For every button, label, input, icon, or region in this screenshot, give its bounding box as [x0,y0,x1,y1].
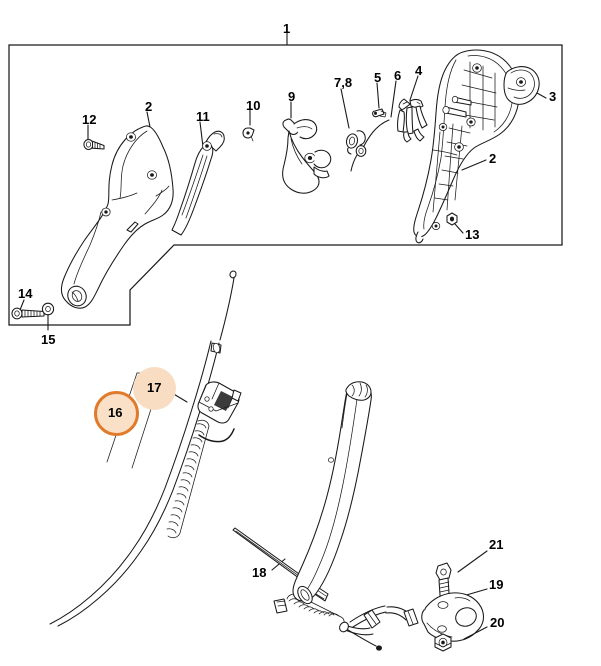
part-2-handle-housing-right [413,49,520,244]
callout-19[interactable]: 19 [489,577,504,592]
callout-9[interactable]: 9 [288,89,296,104]
callout-12[interactable]: 12 [82,112,97,127]
part-20-hex-nut [434,626,488,652]
highlight-ring-16 [94,391,139,436]
part-10-clip [242,109,255,142]
part-9-throttle-trigger [282,101,332,194]
part-4-contact-bracket [397,75,428,143]
callout-3[interactable]: 3 [549,89,557,104]
part-15-washer [41,302,55,331]
part-17-stop-switch [171,381,242,424]
callout-18[interactable]: 18 [252,565,267,580]
callout-17[interactable]: 17 [147,380,162,395]
part-16-throttle-cable [49,270,419,651]
callout-13[interactable]: 13 [465,227,480,242]
part-12-screw [83,124,105,151]
callout-1[interactable]: 1 [283,21,291,36]
callout-7-8[interactable]: 7,8 [334,75,353,90]
group-enclosure-1 [8,32,563,326]
callout-6[interactable]: 6 [394,68,402,83]
highlight-ring-17 [133,367,176,410]
callout-20[interactable]: 20 [490,615,505,630]
callout-15[interactable]: 15 [41,332,56,347]
callout-16[interactable]: 16 [108,405,123,420]
part-2-handle-shell-left [61,111,174,309]
callout-4[interactable]: 4 [415,63,423,78]
callout-2-left[interactable]: 2 [145,99,153,114]
part-11-interlock-lever [171,121,225,236]
part-14-long-screw [11,299,45,320]
part-13-nut [446,212,464,234]
drive-tube [292,381,372,605]
callout-21[interactable]: 21 [489,537,504,552]
part-6-torsion-spring [350,80,397,172]
part-3-cover-cap [503,66,547,105]
callout-2-right[interactable]: 2 [489,151,497,166]
part-19-clamp-bracket [421,588,488,642]
part-5-pin [372,82,387,118]
callout-10[interactable]: 10 [246,98,261,113]
callout-11[interactable]: 11 [196,109,210,124]
callout-5[interactable]: 5 [374,70,382,85]
part-7-8-springs [340,88,366,155]
callout-14[interactable]: 14 [18,286,33,301]
